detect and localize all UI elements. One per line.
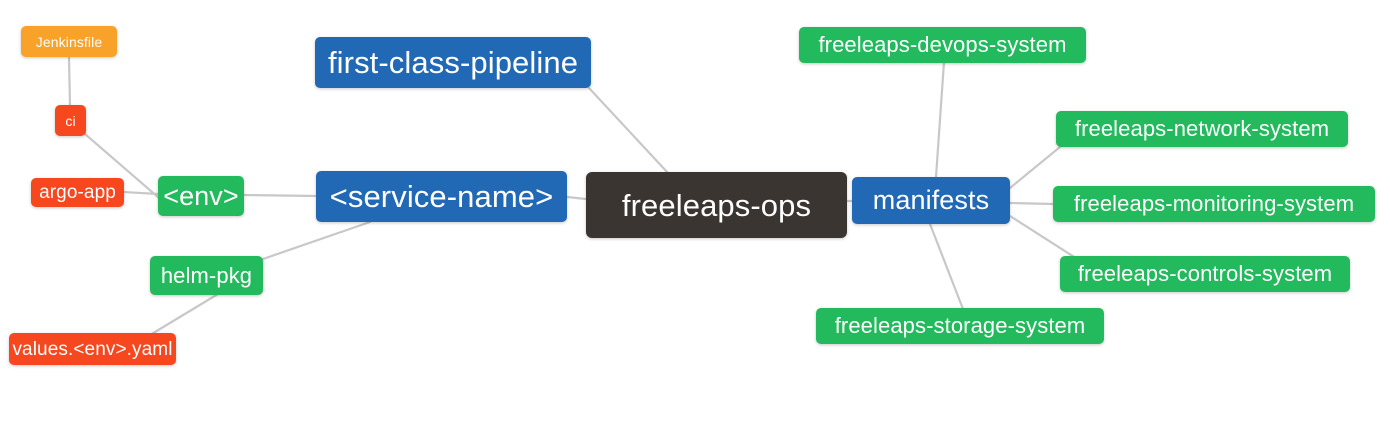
node-first-class-pipeline[interactable]: first-class-pipeline	[315, 37, 591, 88]
node-env[interactable]: <env>	[158, 176, 244, 216]
node-manifests[interactable]: manifests	[852, 177, 1010, 224]
edge-manifests-controls	[1008, 214, 1084, 264]
edge-servicename-root	[565, 195, 588, 201]
node-freeleaps-controls-system[interactable]: freeleaps-controls-system	[1060, 256, 1350, 292]
node-label: freeleaps-network-system	[1074, 116, 1330, 141]
node-label: first-class-pipeline	[327, 45, 579, 80]
edge-manifests-network	[1008, 145, 1062, 190]
node-label: freeleaps-devops-system	[818, 32, 1067, 57]
node-root-freeleaps-ops[interactable]: freeleaps-ops	[586, 172, 847, 238]
node-label: Jenkinsfile	[35, 33, 103, 50]
node-freeleaps-monitoring-system[interactable]: freeleaps-monitoring-system	[1053, 186, 1375, 222]
node-helm-pkg[interactable]: helm-pkg	[150, 256, 263, 295]
node-label: <env>	[163, 180, 239, 211]
node-ci[interactable]: ci	[55, 105, 86, 136]
node-argo-app[interactable]: argo-app	[31, 178, 124, 207]
edge-manifests-monitoring	[1008, 201, 1055, 206]
node-freeleaps-storage-system[interactable]: freeleaps-storage-system	[816, 308, 1104, 344]
node-label: manifests	[872, 185, 990, 215]
node-label: freeleaps-controls-system	[1077, 261, 1333, 286]
node-label: freeleaps-ops	[621, 187, 812, 223]
edge-manifests-devops	[934, 60, 946, 179]
node-freeleaps-devops-system[interactable]: freeleaps-devops-system	[799, 27, 1086, 63]
edge-ci-env	[83, 132, 161, 200]
node-values-yaml[interactable]: values.<env>.yaml	[9, 333, 176, 365]
node-label: <service-name>	[329, 179, 554, 214]
node-label: ci	[65, 112, 76, 129]
edge-helmpkg-servicename	[261, 220, 372, 261]
node-jenkinsfile[interactable]: Jenkinsfile	[21, 26, 117, 57]
edge-manifests-storage	[928, 222, 965, 311]
node-label: freeleaps-monitoring-system	[1073, 191, 1355, 216]
node-service-name[interactable]: <service-name>	[316, 171, 567, 222]
node-freeleaps-network-system[interactable]: freeleaps-network-system	[1056, 111, 1348, 147]
edge-env-servicename	[241, 193, 318, 198]
node-label: freeleaps-storage-system	[834, 313, 1086, 338]
edge-jenkinsfile-ci	[67, 55, 72, 108]
edge-argoapp-env	[122, 190, 160, 196]
node-label: argo-app	[39, 182, 116, 203]
node-label: values.<env>.yaml	[12, 338, 173, 360]
node-label: helm-pkg	[160, 262, 253, 288]
edge-valuesyaml-helmpkg	[148, 292, 220, 337]
edge-firstclasspipeline-root	[587, 86, 670, 175]
